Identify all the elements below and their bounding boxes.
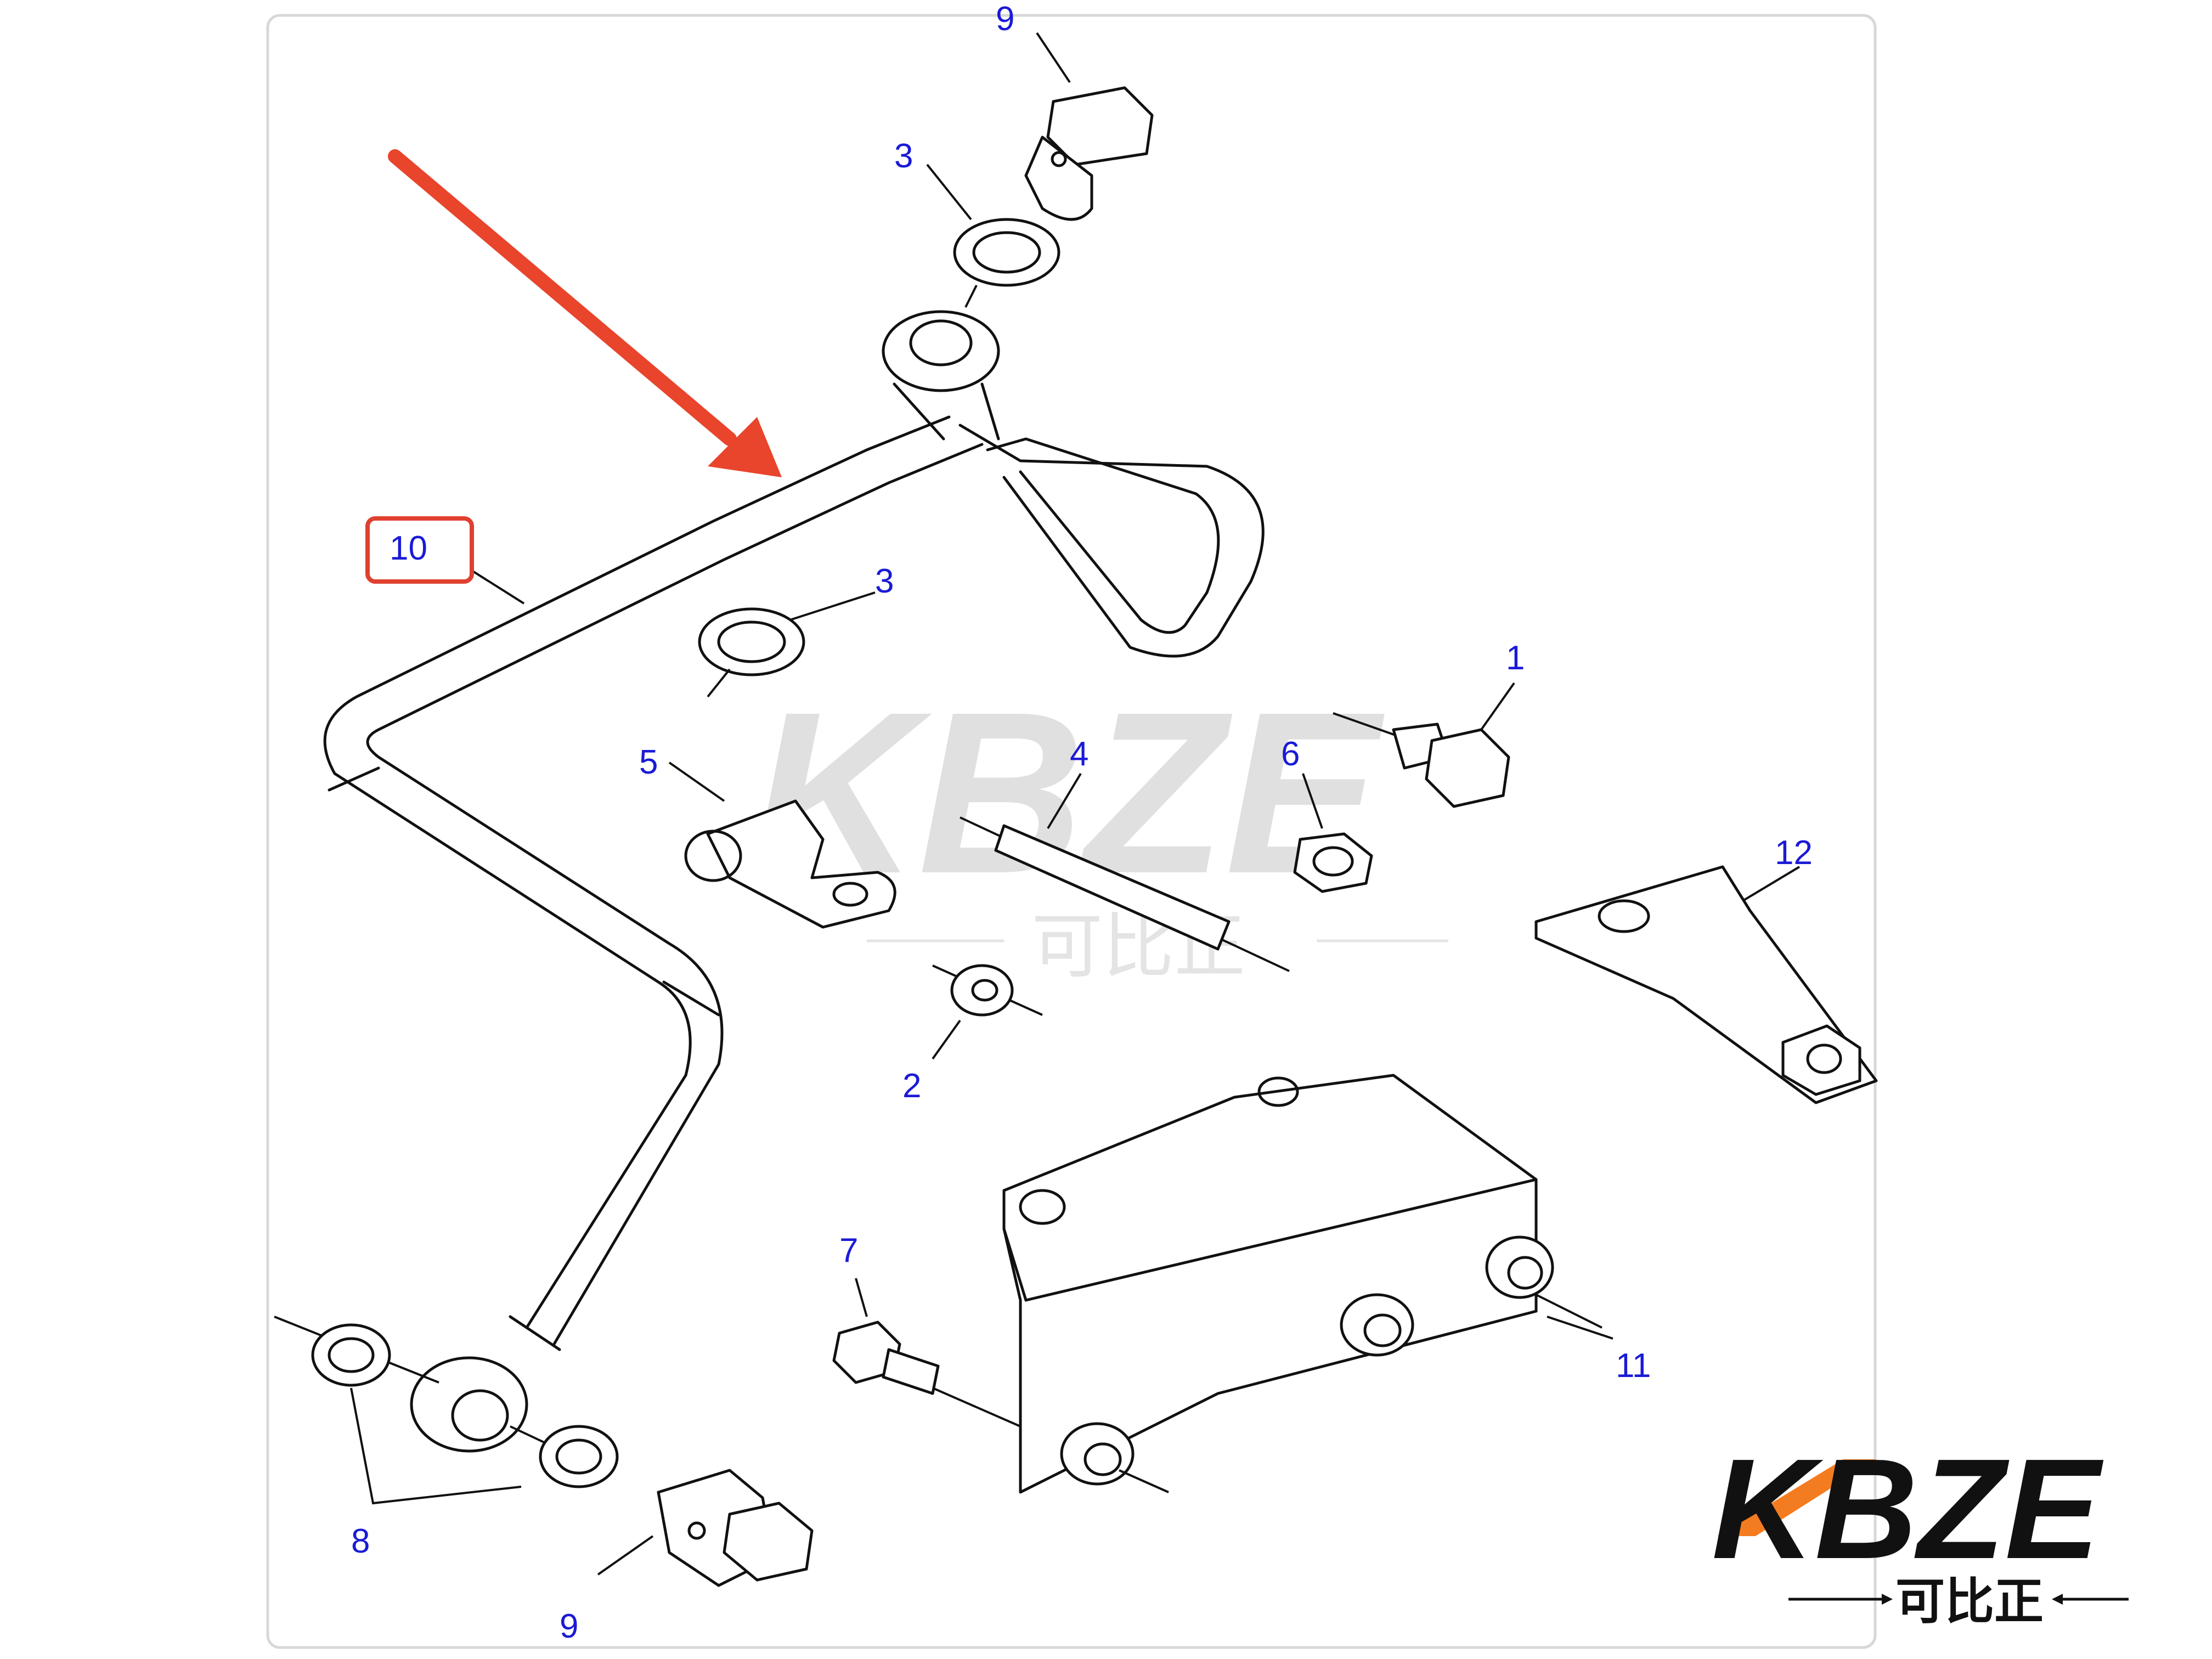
highlight-arrow <box>388 149 782 477</box>
part-2-washer <box>932 964 1043 1017</box>
part-12-bracket <box>1534 865 1878 1104</box>
callout-8: 8 <box>351 1522 370 1560</box>
part-3-washer-top <box>953 218 1060 308</box>
part-5-clamp <box>684 799 896 929</box>
callout-2: 2 <box>902 1067 921 1105</box>
callout-9-bottom: 9 <box>560 1607 578 1645</box>
part-9-banjo-bolt-bottom <box>657 1469 814 1587</box>
highlight-box-part-10 <box>365 516 474 584</box>
callout-7: 7 <box>839 1232 858 1269</box>
part-4-stud <box>960 816 1290 972</box>
callout-1: 1 <box>1506 639 1525 677</box>
logo-chinese: 可比正 <box>1895 1573 2044 1630</box>
part-3-washer-mid <box>698 607 805 698</box>
callout-3-top: 3 <box>894 137 913 175</box>
leader-lines <box>350 32 1801 1576</box>
part-8-washers-lower <box>274 1316 619 1488</box>
part-10-oil-tube <box>323 310 1265 1453</box>
callout-3-mid: 3 <box>875 562 894 600</box>
part-6-nut <box>1293 832 1373 893</box>
logo-accent-icon <box>1717 1459 1876 1536</box>
brand-logo: KBZE 可比正 <box>1712 1430 2129 1630</box>
callout-6: 6 <box>1281 735 1300 773</box>
callout-9-top: 9 <box>996 0 1014 38</box>
callout-11: 11 <box>1616 1347 1651 1385</box>
part-7-bolt <box>832 1321 1021 1427</box>
part-9-banjo-bolt-top <box>1024 86 1154 221</box>
logo-brand: KBZE <box>1712 1430 2105 1589</box>
callout-12: 12 <box>1775 834 1813 872</box>
callout-10: 10 <box>390 529 427 567</box>
part-11-plate <box>1002 1074 1602 1494</box>
callout-5: 5 <box>639 743 658 781</box>
callout-labels: 9 3 3 10 1 6 4 5 12 2 7 11 8 9 <box>351 0 1813 1645</box>
callout-4: 4 <box>1070 735 1088 773</box>
